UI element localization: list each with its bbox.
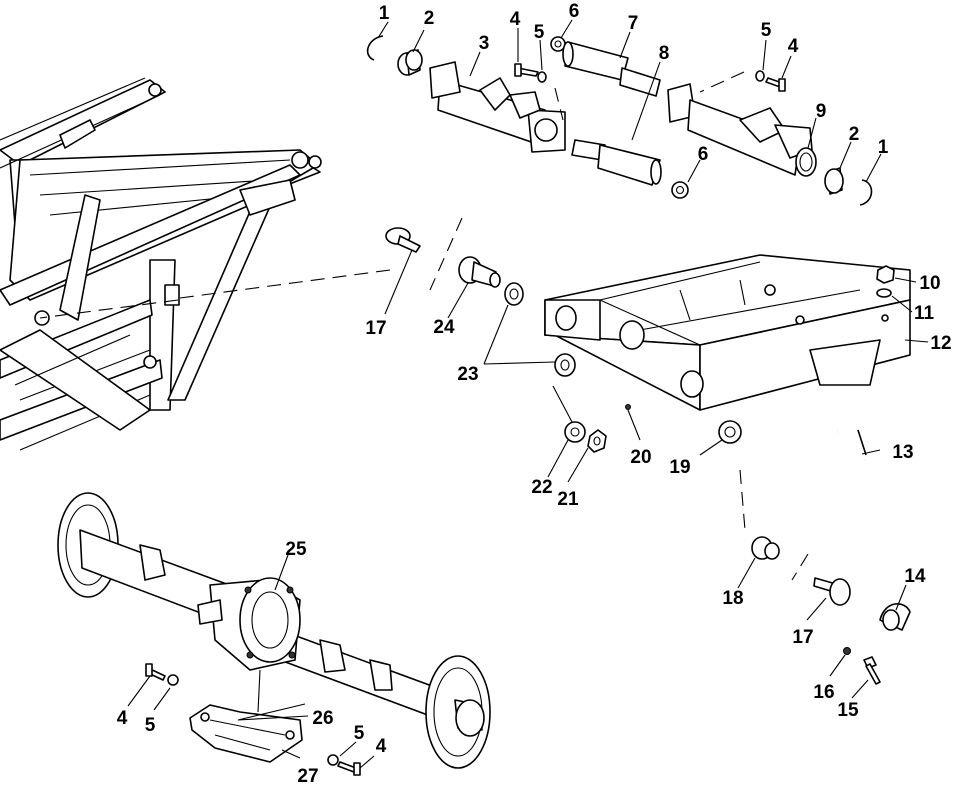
part-seal-right [795, 147, 817, 177]
part-bolt-15 [863, 656, 881, 685]
callout-1-top-left: 1 [379, 3, 390, 24]
callout-4-bottom-right: 4 [376, 736, 387, 757]
callout-17-upper: 17 [365, 318, 386, 339]
callout-20: 20 [630, 447, 651, 468]
callout-22: 22 [531, 477, 552, 498]
callout-labels: 1 2 3 4 5 6 7 8 5 4 9 2 1 6 10 11 12 17 … [117, 1, 952, 786]
part-hose-clip [828, 429, 867, 483]
callout-12: 12 [930, 333, 951, 354]
callout-16: 16 [813, 682, 834, 703]
callout-11: 11 [914, 303, 935, 324]
part-washer-bottom-right [327, 754, 339, 766]
part-nut-16 [843, 647, 851, 655]
part-nut-21 [587, 429, 607, 453]
callout-23: 23 [457, 364, 478, 385]
callout-14: 14 [904, 566, 926, 587]
part-bushing-18 [751, 536, 780, 560]
callout-19: 19 [669, 457, 690, 478]
part-pivot-tube-left [429, 61, 566, 153]
part-bearing-left [397, 49, 423, 76]
part-grease-fitting [625, 404, 631, 410]
callout-6-mid: 6 [698, 144, 709, 165]
callout-1-top-right: 1 [878, 137, 889, 158]
callout-13: 13 [892, 442, 913, 463]
part-washer-23 [554, 353, 576, 377]
part-spacer [504, 282, 524, 306]
part-bolt-top-right [765, 77, 786, 92]
dashed-alignment-lines [39, 71, 809, 581]
callout-4-top-right: 4 [788, 36, 799, 57]
part-washer-bottom-left [167, 674, 179, 686]
part-stub-bolt-upper [385, 227, 421, 253]
part-washer-22 [564, 421, 586, 443]
part-washer-11 [876, 288, 892, 298]
callout-24: 24 [433, 317, 455, 338]
callout-5-bottom-right: 5 [354, 723, 365, 744]
part-bushing-mid [671, 181, 689, 199]
callout-17-lower: 17 [792, 627, 813, 648]
callout-3: 3 [479, 33, 490, 54]
part-bolt-bottom-left [145, 663, 166, 681]
part-subframe [544, 254, 911, 411]
part-pivot-tube-right [667, 83, 813, 176]
part-bushing-19 [718, 420, 742, 444]
part-nut-10 [876, 265, 895, 284]
callout-5-top-left: 5 [534, 22, 545, 43]
vehicle-frame [0, 77, 322, 451]
callout-15: 15 [837, 700, 859, 721]
callout-7: 7 [628, 13, 639, 34]
callout-5-bottom-left: 5 [145, 715, 156, 736]
callout-2-top-left: 2 [424, 8, 435, 29]
callout-5-top-right: 5 [761, 20, 772, 41]
part-pivot-shaft-upper [562, 41, 661, 97]
callout-9: 9 [816, 101, 827, 122]
callout-21: 21 [557, 489, 579, 510]
part-retaining-ring-left [366, 35, 384, 61]
part-retaining-ring-right [859, 179, 873, 206]
callout-4-top-left: 4 [510, 9, 521, 30]
part-bolt-bottom-right [337, 761, 361, 776]
part-stub-bolt-lower [813, 577, 851, 606]
part-bearing-right [824, 167, 844, 195]
callout-4-bottom-left: 4 [117, 708, 128, 729]
part-pivot-shaft-lower [571, 139, 662, 186]
part-cap-14 [879, 603, 911, 631]
callout-6-top: 6 [569, 1, 580, 22]
callout-18: 18 [722, 588, 743, 609]
callout-26: 26 [312, 708, 333, 729]
part-washer-top-right [755, 70, 765, 82]
callout-27: 27 [297, 766, 318, 786]
part-washer-top-left [537, 71, 547, 83]
callout-10: 10 [919, 273, 940, 294]
callout-8: 8 [659, 43, 670, 64]
callout-25: 25 [285, 539, 307, 560]
callout-2-top-right: 2 [849, 124, 860, 145]
part-flange-bushing [458, 256, 501, 288]
part-skid-bracket [189, 704, 303, 763]
part-bolt-top-left [514, 63, 539, 77]
leader-lines [127, 19, 929, 769]
part-differential [197, 577, 301, 671]
